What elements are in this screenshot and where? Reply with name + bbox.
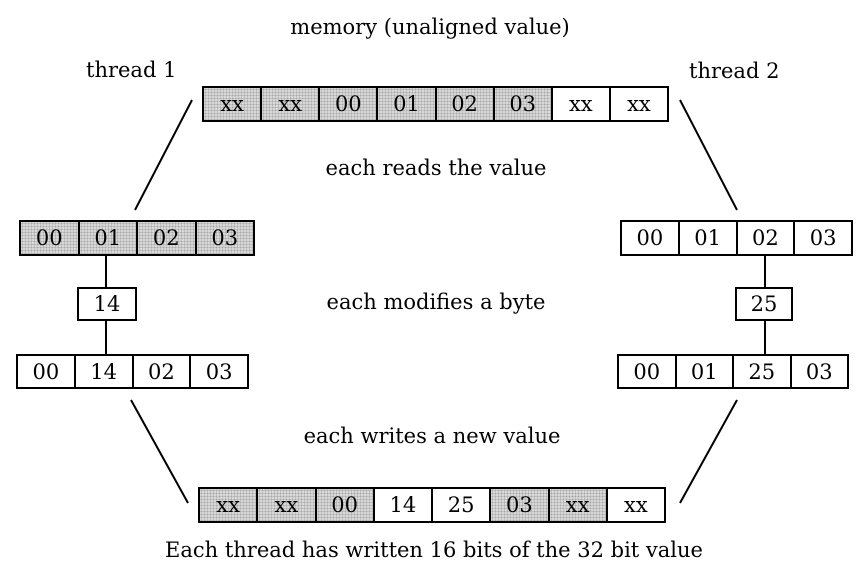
byte-cell: 14 [73, 356, 132, 387]
byte-cell: 02 [136, 222, 195, 254]
diagram-title: memory (unaligned value) [290, 15, 570, 39]
thread2-label: thread 2 [689, 59, 780, 83]
step-modify-label: each modifies a byte [326, 290, 546, 314]
byte-cell: 00 [18, 356, 74, 387]
thread1-modified-byte: 14 [77, 287, 137, 321]
byte-cell: xx [204, 88, 261, 120]
footer-caption: Each thread has written 16 bits of the 3… [165, 538, 703, 562]
byte-cell: xx [608, 88, 667, 120]
byte-cell: 01 [677, 222, 736, 254]
step-write-label: each writes a new value [303, 424, 561, 448]
byte-cell: 02 [434, 88, 493, 120]
line-memory-to-thread1 [134, 99, 193, 211]
thread2-modified-byte: 25 [735, 287, 793, 321]
byte-cell: xx [200, 489, 257, 521]
byte-cell: xx [256, 489, 315, 521]
byte-cell: xx [547, 489, 606, 521]
byte-cell: xx [605, 489, 664, 521]
byte-cell: xx [260, 88, 319, 120]
byte-cell: 01 [674, 356, 732, 387]
byte-cell: 25 [431, 489, 490, 521]
line-memory-to-thread2 [679, 99, 738, 211]
byte-cell: 01 [376, 88, 435, 120]
byte-cell: 02 [735, 222, 794, 254]
byte-cell: 25 [732, 356, 790, 387]
byte-cell: 03 [789, 356, 847, 387]
byte-cell: 14 [372, 489, 431, 521]
byte-cell: xx [550, 88, 609, 120]
byte-cell: 03 [489, 489, 548, 521]
byte-cell: 00 [314, 489, 373, 521]
byte-cell: 00 [619, 356, 675, 387]
thread1-label: thread 1 [86, 58, 177, 82]
line-thread2-to-memory [679, 399, 738, 504]
byte-cell: 02 [131, 356, 190, 387]
byte-cell: 00 [318, 88, 377, 120]
line-thread1-to-memory [130, 399, 189, 504]
byte-cell: 03 [194, 222, 253, 254]
byte-cell: 01 [77, 222, 136, 254]
byte-cell: 03 [189, 356, 247, 387]
step-read-label: each reads the value [325, 156, 547, 180]
byte-cell: 03 [492, 88, 551, 120]
byte-cell: 00 [21, 222, 78, 254]
byte-cell: 00 [622, 222, 678, 254]
byte-cell: 03 [793, 222, 851, 254]
